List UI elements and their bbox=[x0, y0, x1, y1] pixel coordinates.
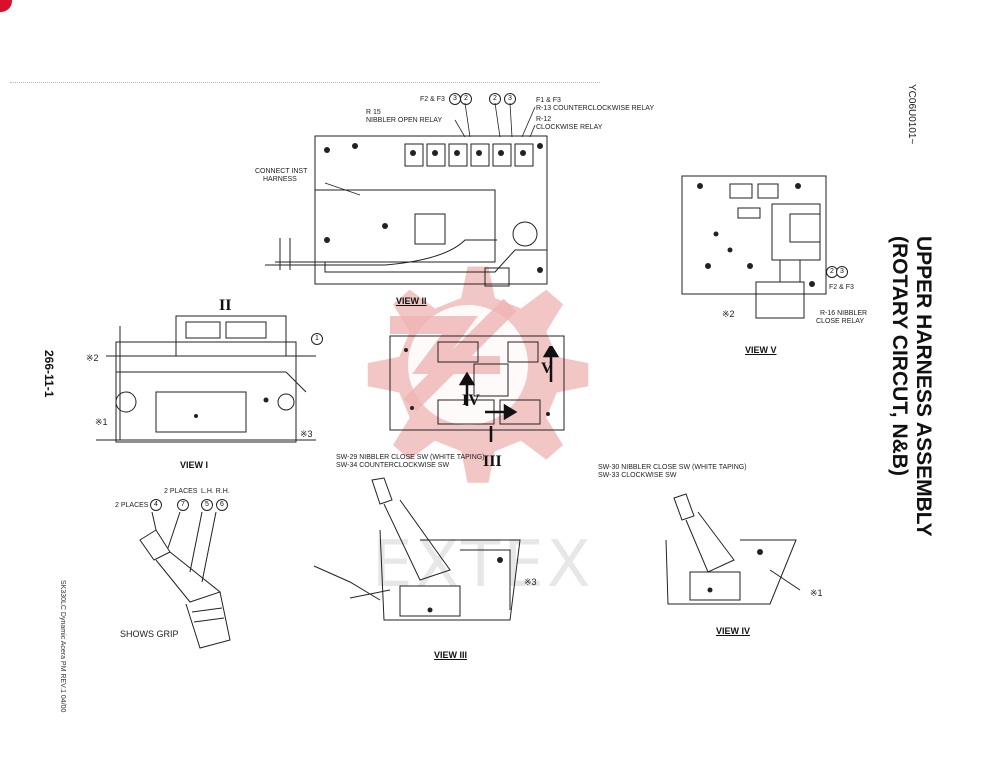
grip-callout-7: 7 bbox=[177, 499, 189, 511]
view2-label-r15: R 15 bbox=[366, 109, 381, 116]
view5-relay-panel-drawing bbox=[681, 175, 827, 319]
view3-marker-iii: III bbox=[483, 453, 502, 470]
corner-mark bbox=[0, 0, 12, 12]
diagram-title-line2: (ROTARY CIRCUT, N&B) bbox=[888, 236, 911, 476]
grip-drawing bbox=[139, 512, 231, 649]
doc-code: YC06U0101~ bbox=[906, 84, 917, 145]
diagram-title-line1: UPPER HARNESS ASSEMBLY bbox=[912, 236, 935, 537]
view5-title: VIEW V bbox=[745, 345, 777, 355]
view3-marker-iv: IV bbox=[462, 392, 480, 409]
view2-label-r12: R-12 bbox=[536, 116, 552, 123]
view1-note3: ※3 bbox=[300, 429, 313, 439]
view2-label-harness: HARNESS bbox=[263, 176, 297, 183]
grip-callout-4: 4 bbox=[150, 499, 162, 511]
view5-label-r16: R-16 NIBBLER bbox=[820, 310, 868, 317]
view5-callout-3: 3 bbox=[836, 266, 848, 278]
grip-label-2places-a: 2 PLACES bbox=[164, 488, 198, 495]
view2-label-nibbler-open: NIBBLER OPEN RELAY bbox=[366, 117, 443, 124]
view2-relay-panel-drawing bbox=[265, 135, 548, 287]
view3-label-sw29: SW-29 NIBBLER CLOSE SW (WHITE TAPING) bbox=[336, 454, 485, 461]
view3-title: VIEW III bbox=[434, 650, 468, 660]
view4-lever-drawing bbox=[665, 493, 801, 605]
view5-label-f2f3: F2 & F3 bbox=[829, 284, 854, 291]
view1-title: VIEW I bbox=[180, 460, 209, 470]
view2-leader-lines bbox=[324, 102, 536, 196]
view1-note1: ※1 bbox=[95, 417, 108, 427]
view3-marker-v: V bbox=[541, 360, 553, 377]
view5-label-close-relay: CLOSE RELAY bbox=[816, 318, 865, 325]
view2-marker: II bbox=[219, 297, 232, 314]
view2-title: VIEW II bbox=[396, 296, 427, 306]
view2-label-f1f3: F1 & F3 bbox=[536, 97, 561, 104]
view4-label-sw33: SW-33 CLOCKWISE SW bbox=[598, 472, 677, 479]
view2-label-f2f3: F2 & F3 bbox=[420, 96, 445, 103]
view1-note2: ※2 bbox=[86, 353, 99, 363]
grip-label-2places-b: 2 PLACES bbox=[115, 502, 149, 509]
grip-label-lh-rh: L.H. R.H. bbox=[201, 488, 230, 495]
view2-label-r13: R-13 COUNTERCLOCKWISE RELAY bbox=[536, 105, 655, 112]
view3-note3: ※3 bbox=[524, 577, 537, 587]
grip-callout-6: 6 bbox=[216, 499, 228, 511]
view3-label-sw34: SW-34 COUNTERCLOCKWISE SW bbox=[336, 462, 450, 469]
view2-label-clockwise-relay: CLOCKWISE RELAY bbox=[536, 124, 603, 131]
view4-note1: ※1 bbox=[810, 588, 823, 598]
scan-header-line bbox=[10, 82, 600, 83]
footer-ref: SK330LC Dynamic Acera PM REV.1 04/00 bbox=[59, 580, 66, 713]
view1-callout-1: 1 bbox=[311, 333, 323, 345]
view3-arrows bbox=[458, 346, 560, 442]
grip-callout-5: 5 bbox=[201, 499, 213, 511]
view4-title: VIEW IV bbox=[716, 626, 751, 636]
page-number: 266-11-1 bbox=[42, 350, 56, 398]
view3-lever-drawing bbox=[313, 477, 521, 621]
view2-callout-2a: 2 bbox=[460, 93, 472, 105]
diagram-title: UPPER HARNESS ASSEMBLY (ROTARY CIRCUT, N… bbox=[887, 236, 935, 537]
view1-side-drawing bbox=[96, 315, 316, 443]
view5-note2: ※2 bbox=[722, 309, 735, 319]
view2-label-connect: CONNECT INST bbox=[255, 168, 308, 175]
grip-label-shows-grip: SHOWS GRIP bbox=[120, 629, 179, 639]
view4-label-sw30: SW-30 NIBBLER CLOSE SW (WHITE TAPING) bbox=[598, 464, 747, 471]
